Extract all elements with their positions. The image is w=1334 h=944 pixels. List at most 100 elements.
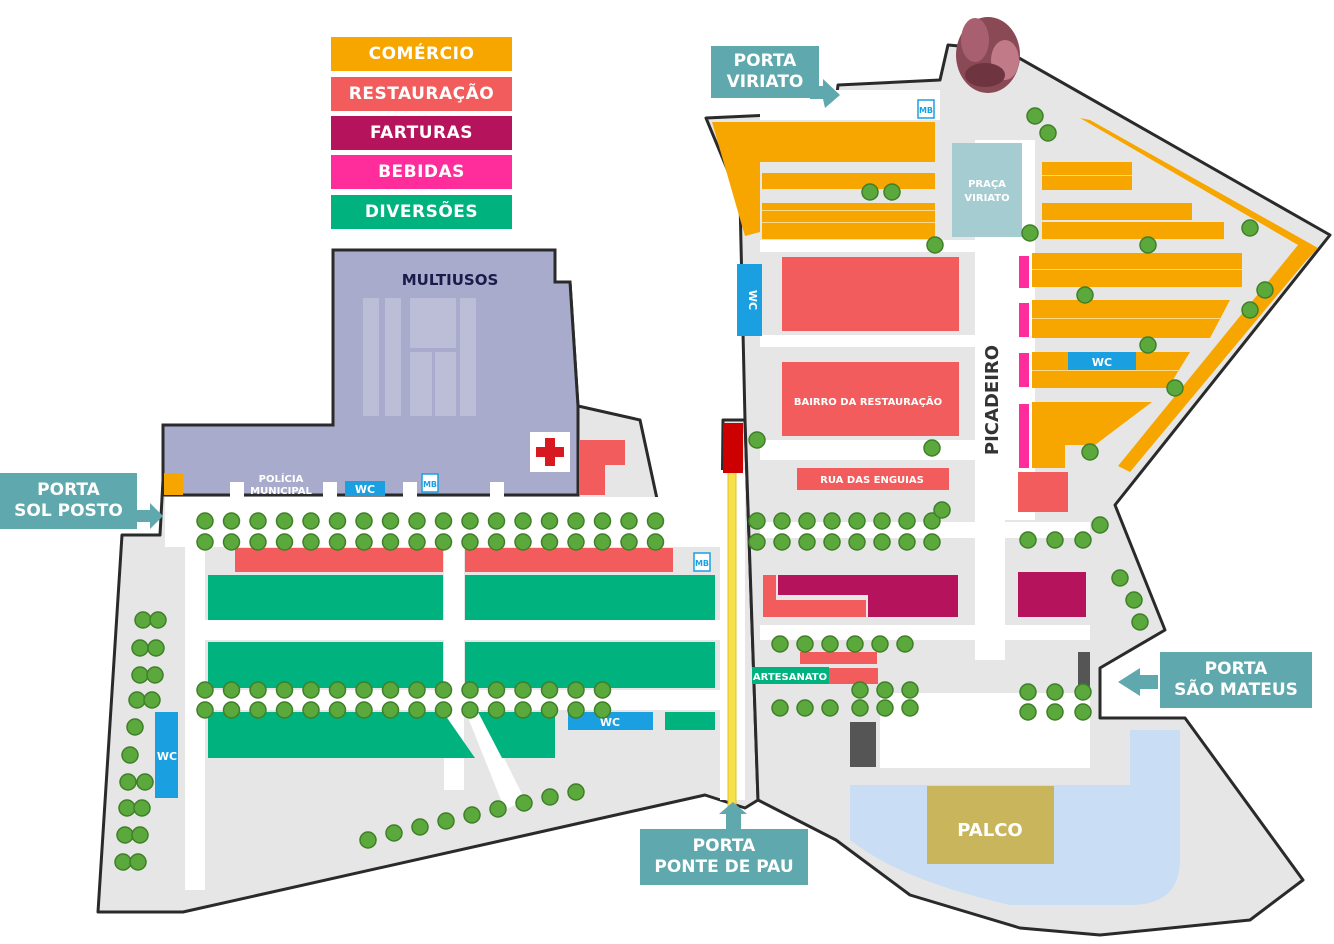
tree-icon bbox=[1074, 531, 1092, 549]
mb-icon-1: MB bbox=[421, 473, 439, 493]
tree-icon bbox=[773, 533, 791, 551]
tree-icon bbox=[896, 635, 914, 653]
tree-icon bbox=[923, 533, 941, 551]
tree-icon bbox=[771, 635, 789, 653]
tree-icon bbox=[848, 512, 866, 530]
tree-icon bbox=[302, 701, 320, 719]
tree-icon bbox=[620, 512, 638, 530]
tree-icon bbox=[149, 611, 167, 629]
tree-icon bbox=[821, 699, 839, 717]
praca-label-2: VIRIATO bbox=[964, 193, 1009, 204]
tree-icon bbox=[1241, 219, 1259, 237]
tree-icon bbox=[514, 681, 532, 699]
tree-icon bbox=[1074, 703, 1092, 721]
tree-icon bbox=[514, 701, 532, 719]
wc-west: WC bbox=[157, 750, 177, 763]
tree-icon bbox=[146, 666, 164, 684]
wc-east: WC bbox=[746, 290, 759, 310]
svg-text:MB: MB bbox=[919, 106, 933, 115]
tree-icon bbox=[796, 635, 814, 653]
tree-icon bbox=[133, 799, 151, 817]
tree-icon bbox=[1039, 124, 1057, 142]
tree-icon bbox=[487, 681, 506, 699]
tree-icon bbox=[593, 701, 612, 719]
tree-icon bbox=[328, 512, 347, 530]
viriato-monument bbox=[956, 17, 1020, 93]
tree-icon bbox=[933, 501, 951, 519]
tree-icon bbox=[567, 701, 585, 719]
tree-icon bbox=[1256, 281, 1274, 299]
tree-icon bbox=[385, 824, 403, 842]
tree-icon bbox=[487, 533, 506, 551]
tree-icon bbox=[1111, 569, 1129, 587]
tree-icon bbox=[302, 512, 320, 530]
tree-icon bbox=[461, 512, 479, 530]
tree-icon bbox=[131, 826, 149, 844]
tree-icon bbox=[249, 533, 267, 551]
tree-icon bbox=[131, 639, 149, 657]
tree-icon bbox=[846, 635, 864, 653]
tree-icon bbox=[222, 512, 241, 530]
artesanato-label: ARTESANATO bbox=[753, 672, 827, 683]
tree-icon bbox=[773, 512, 791, 530]
praca-label-1: PRAÇA bbox=[968, 179, 1006, 190]
tree-icon bbox=[355, 533, 373, 551]
tree-icon bbox=[567, 533, 585, 551]
tree-icon bbox=[1091, 516, 1109, 534]
wc-diversoes: WC bbox=[600, 716, 620, 729]
tree-icon bbox=[275, 681, 294, 699]
tree-icon bbox=[901, 681, 919, 699]
tree-icon bbox=[131, 666, 149, 684]
bairro-label: BAIRRO DA RESTAURAÇÃO bbox=[794, 395, 942, 408]
tree-icon bbox=[119, 773, 137, 791]
tree-icon bbox=[1125, 591, 1143, 609]
tree-icon bbox=[748, 431, 766, 449]
tree-icon bbox=[411, 818, 429, 836]
tree-icon bbox=[1046, 703, 1064, 721]
tree-icon bbox=[222, 533, 241, 551]
tree-icon bbox=[567, 512, 585, 530]
tree-icon bbox=[129, 853, 147, 871]
tree-icon bbox=[328, 681, 347, 699]
tree-icon bbox=[381, 681, 400, 699]
tree-icon bbox=[540, 512, 559, 530]
tree-icon bbox=[489, 800, 507, 818]
tree-icon bbox=[249, 512, 267, 530]
tree-icon bbox=[1046, 531, 1064, 549]
tree-icon bbox=[461, 701, 479, 719]
tree-icon bbox=[136, 773, 154, 791]
tree-icon bbox=[883, 183, 901, 201]
mb-icon-3: MB bbox=[917, 99, 935, 119]
legend-comercio: COMÉRCIO bbox=[331, 37, 512, 71]
tree-icon bbox=[1131, 613, 1149, 631]
tree-icon bbox=[593, 512, 612, 530]
tree-icon bbox=[541, 788, 559, 806]
tree-icon bbox=[1046, 683, 1064, 701]
tree-icon bbox=[540, 533, 559, 551]
tree-icon bbox=[861, 183, 879, 201]
tree-icon bbox=[222, 681, 241, 699]
tree-icon bbox=[620, 533, 638, 551]
tree-icon bbox=[798, 512, 816, 530]
tree-icon bbox=[540, 681, 559, 699]
tree-icon bbox=[876, 681, 894, 699]
tree-icon bbox=[143, 691, 161, 709]
tree-icon bbox=[275, 533, 294, 551]
tree-icon bbox=[437, 812, 455, 830]
palco-stage bbox=[927, 786, 1054, 864]
tree-icon bbox=[381, 533, 400, 551]
tree-icon bbox=[514, 533, 532, 551]
tree-icon bbox=[328, 533, 347, 551]
tree-icon bbox=[408, 681, 426, 699]
tree-icon bbox=[898, 512, 916, 530]
tree-icon bbox=[196, 533, 214, 551]
tree-icon bbox=[567, 783, 585, 801]
tree-icon bbox=[463, 806, 481, 824]
legend-diversoes: DIVERSÕES bbox=[331, 195, 512, 229]
